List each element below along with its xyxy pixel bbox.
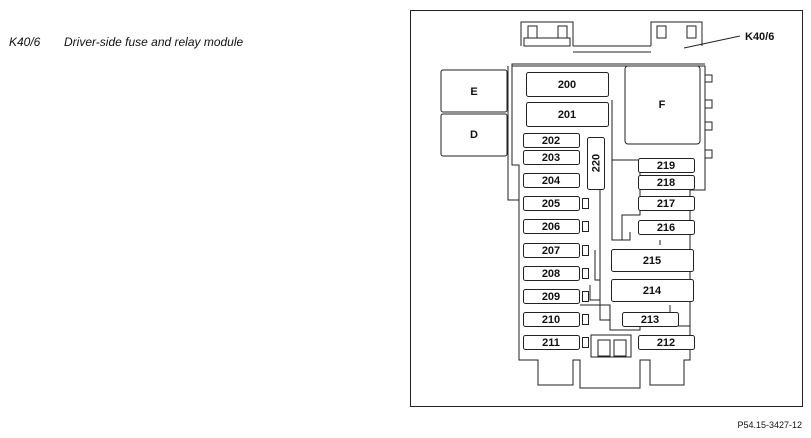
fuse-207-label: 207 [542,245,560,257]
fuse-218-label: 218 [657,177,675,189]
figure-reference: P54.15-3427-12 [737,420,802,430]
fuse-207-clip [582,245,589,256]
fuse-219-label: 219 [657,160,675,172]
fuse-206-label: 206 [542,221,560,233]
relay-d-label: D [470,129,478,141]
module-label: K40/6 [745,31,774,43]
relay-f-label: F [659,99,666,111]
fuse-211-clip [582,337,589,348]
fuse-216-label: 216 [657,222,675,234]
fuse-205-clip [582,198,589,209]
fuse-202-slot [523,133,580,148]
caption-description: Driver-side fuse and relay module [64,35,244,49]
fuse-204-label: 204 [542,175,561,187]
diagram-frame [410,10,803,407]
fuse-205-label: 205 [542,198,560,210]
fuse-206-slot [523,219,580,234]
fuse-214-label: 214 [643,285,662,297]
fuse-201-slot [526,102,609,127]
top-right-connector [650,21,703,46]
fuse-215-slot [611,249,694,272]
fuse-211-slot [523,335,580,350]
fuse-200-slot [526,72,609,97]
relay-e-label: E [470,86,477,98]
fuse-203-slot [523,150,580,165]
fuse-216-slot [638,220,695,235]
fuse-215-label: 215 [643,255,661,267]
fuse-207-slot [523,243,580,258]
top-left-connector [520,21,574,46]
fuse-203-label: 203 [542,152,560,164]
fuse-204-slot [523,173,580,188]
fuse-211-label: 211 [542,337,560,349]
fuse-205-slot [523,196,580,211]
fuse-209-label: 209 [542,291,560,303]
fuse-209-clip [582,291,589,302]
fuse-210-clip [582,314,589,325]
fuse-201-label: 201 [558,109,576,121]
fuse-214-slot [611,279,694,302]
fuse-208-clip [582,268,589,279]
fuse-220-slot [587,137,605,190]
fuse-219-slot [638,158,695,173]
fuse-210-label: 210 [542,314,560,326]
fuse-213-label: 213 [641,314,659,326]
fuse-212-label: 212 [657,337,675,349]
fuse-209-slot [523,289,580,304]
fuse-218-slot [638,175,695,190]
fuse-200-label: 200 [558,79,576,91]
fuse-220-label: 220 [591,154,603,172]
fuse-213-slot [622,312,679,327]
fuse-217-label: 217 [657,198,675,210]
fuse-210-slot [523,312,580,327]
fuse-217-slot [638,196,695,211]
fuse-206-clip [582,221,589,232]
fuse-202-label: 202 [542,135,560,147]
fuse-212-slot [638,335,695,350]
caption-code: K40/6 [9,35,41,49]
fuse-208-slot [523,266,580,281]
fuse-208-label: 208 [542,268,560,280]
module-leader-line [683,35,741,49]
housing-outline [511,65,706,389]
